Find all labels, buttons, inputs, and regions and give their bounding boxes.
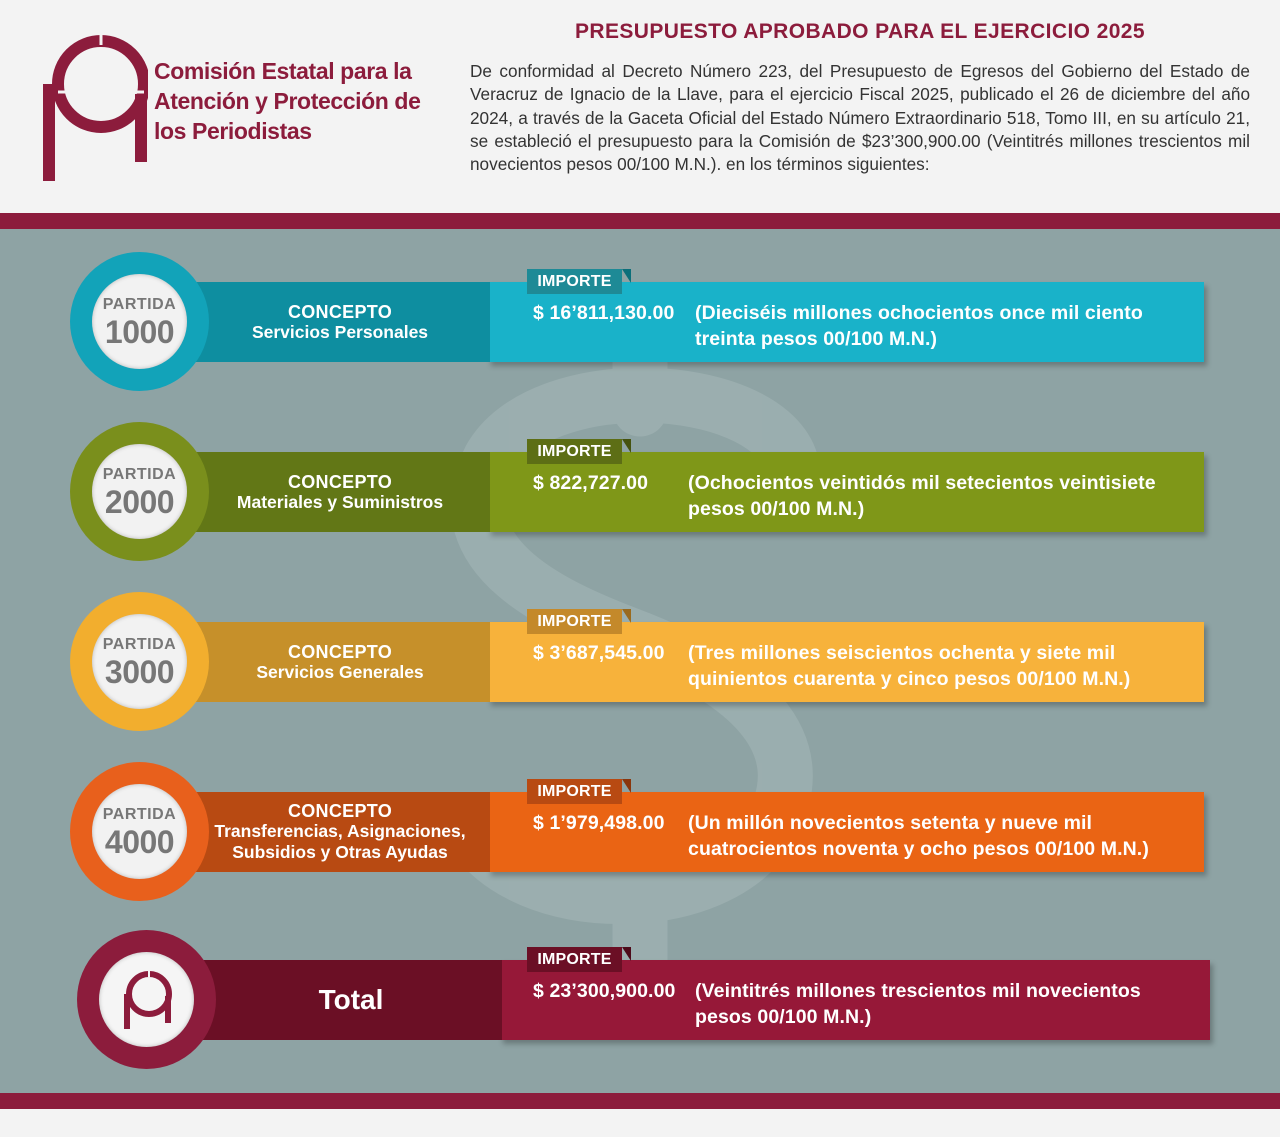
importe-tag: IMPORTE bbox=[527, 439, 622, 464]
concept-bar: CONCEPTO Materiales y Suministros bbox=[190, 452, 490, 532]
partida-number: 3000 bbox=[104, 654, 175, 690]
cepp-logo-icon bbox=[124, 971, 172, 1029]
partida-number: 4000 bbox=[104, 824, 175, 860]
partida-label: PARTIDA bbox=[102, 636, 177, 653]
amount-value: $ 822,727.00 bbox=[533, 472, 649, 494]
importe-tag: IMPORTE bbox=[527, 947, 622, 972]
concept-name: Servicios Generales bbox=[256, 661, 424, 682]
importe-tag: IMPORTE bbox=[527, 609, 622, 634]
concept-name: Transferencias, Asignaciones, bbox=[214, 821, 466, 841]
partida-row-3000: CONCEPTO Servicios Generales PARTIDA 300… bbox=[0, 589, 1280, 731]
amount-bar bbox=[488, 622, 1204, 702]
partida-badge: PARTIDA 4000 bbox=[70, 762, 209, 901]
concept-heading: CONCEPTO bbox=[287, 471, 393, 492]
amount-in-words: (Un millón novecientos setenta y nueve m… bbox=[688, 812, 1149, 860]
importe-tag: IMPORTE bbox=[527, 779, 622, 804]
amount-value: $ 3’687,545.00 bbox=[533, 642, 665, 664]
concept-bar: Total bbox=[200, 960, 502, 1040]
amount-bar bbox=[500, 960, 1210, 1040]
amount-in-words: (Tres millones seiscientos ochenta y sie… bbox=[688, 642, 1131, 690]
partida-badge: PARTIDA 3000 bbox=[70, 592, 209, 731]
partida-badge: PARTIDA 1000 bbox=[70, 252, 209, 391]
partida-number: 2000 bbox=[104, 484, 175, 520]
org-name-line: Comisión Estatal para la bbox=[154, 58, 412, 84]
amount-in-words: (Veintitrés millones trescientos mil nov… bbox=[695, 980, 1141, 1028]
org-name: Comisión Estatal para la Atención y Prot… bbox=[154, 56, 444, 146]
concept-name: Servicios Personales bbox=[251, 321, 429, 342]
partida-number: 1000 bbox=[104, 314, 175, 350]
partida-row-2000: CONCEPTO Materiales y Suministros PARTID… bbox=[0, 419, 1280, 561]
concept-name: Materiales y Suministros bbox=[236, 491, 444, 512]
total-row: Total IMPORTE $ 23’300,900.00 (Veintitré… bbox=[0, 927, 1280, 1069]
page-title: PRESUPUESTO APROBADO PARA EL EJERCICIO 2… bbox=[575, 20, 1145, 43]
bottom-band bbox=[0, 1093, 1280, 1109]
header: Comisión Estatal para la Atención y Prot… bbox=[0, 0, 1280, 213]
total-label: Total bbox=[318, 984, 384, 1015]
partida-label: PARTIDA bbox=[102, 466, 177, 483]
concept-bar: CONCEPTO Servicios Generales bbox=[190, 622, 490, 702]
concept-bar: CONCEPTO Transferencias, Asignaciones, S… bbox=[190, 792, 490, 872]
cepp-logo-icon bbox=[43, 35, 148, 181]
amount-value: $ 1’979,498.00 bbox=[533, 812, 665, 834]
top-band bbox=[0, 213, 1280, 229]
concept-heading: CONCEPTO bbox=[287, 301, 393, 322]
amount-bar bbox=[488, 792, 1204, 872]
org-name-line: Atención y Protección de bbox=[154, 88, 421, 114]
concept-heading: CONCEPTO bbox=[287, 801, 393, 821]
concept-bar: CONCEPTO Servicios Personales bbox=[190, 282, 490, 362]
amount-bar bbox=[488, 452, 1204, 532]
amount-bar bbox=[488, 282, 1204, 362]
footer bbox=[0, 1109, 1280, 1137]
concept-name: Subsidios y Otras Ayudas bbox=[232, 842, 448, 862]
amount-value: $ 23’300,900.00 bbox=[533, 980, 676, 1002]
budget-panel: CONCEPTO Servicios Personales PARTIDA 10… bbox=[0, 229, 1280, 1093]
partida-label: PARTIDA bbox=[102, 806, 177, 823]
amount-value: $ 16’811,130.00 bbox=[533, 302, 675, 324]
intro-paragraph: De conformidad al Decreto Número 223, de… bbox=[470, 61, 1250, 175]
partida-badge: PARTIDA 2000 bbox=[70, 422, 209, 561]
partida-row-1000: CONCEPTO Servicios Personales PARTIDA 10… bbox=[0, 249, 1280, 391]
amount-in-words: (Dieciséis millones ochocientos once mil… bbox=[695, 302, 1143, 350]
partida-label: PARTIDA bbox=[102, 296, 177, 313]
total-badge bbox=[77, 930, 216, 1069]
importe-tag: IMPORTE bbox=[527, 269, 622, 294]
amount-in-words: (Ochocientos veintidós mil setecientos v… bbox=[688, 472, 1156, 520]
partida-row-4000: CONCEPTO Transferencias, Asignaciones, S… bbox=[0, 759, 1280, 901]
concept-heading: CONCEPTO bbox=[287, 641, 393, 662]
org-name-line: los Periodistas bbox=[154, 118, 312, 144]
